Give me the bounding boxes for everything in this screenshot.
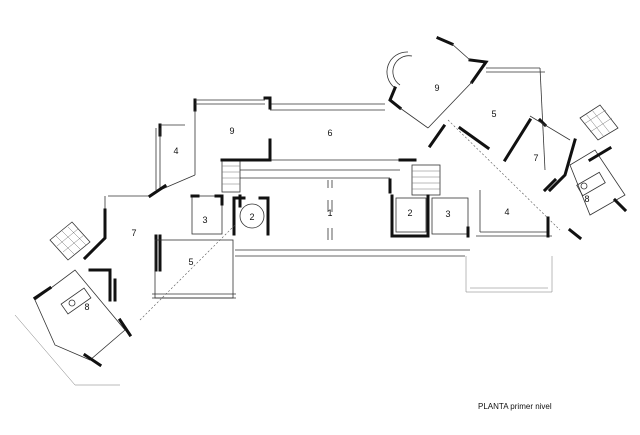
room-label: 4 [173,146,178,156]
room-labels: 1 2 2 3 3 4 4 5 5 6 7 7 8 8 9 9 [84,83,589,312]
room-label: 4 [504,207,509,217]
room-label: 9 [434,83,439,93]
central-hall [220,103,470,257]
room-label: 8 [584,194,589,204]
room-label: 5 [491,109,496,119]
room-label: 1 [327,208,332,218]
room-label: 8 [84,302,89,312]
room-label: 2 [407,208,412,218]
room-label: 5 [188,257,193,267]
room-label: 3 [202,215,207,225]
room-label: 6 [327,128,332,138]
room-label: 2 [249,212,254,222]
right-wing [386,36,628,293]
room-label: 9 [229,126,234,136]
room-label: 7 [533,153,538,163]
planter-right [579,104,619,141]
plan-caption: PLANTA primer nivel [478,402,552,411]
room-label: 3 [445,209,450,219]
planter-left [49,221,91,261]
room-label: 7 [131,228,136,238]
left-wing [14,96,272,386]
